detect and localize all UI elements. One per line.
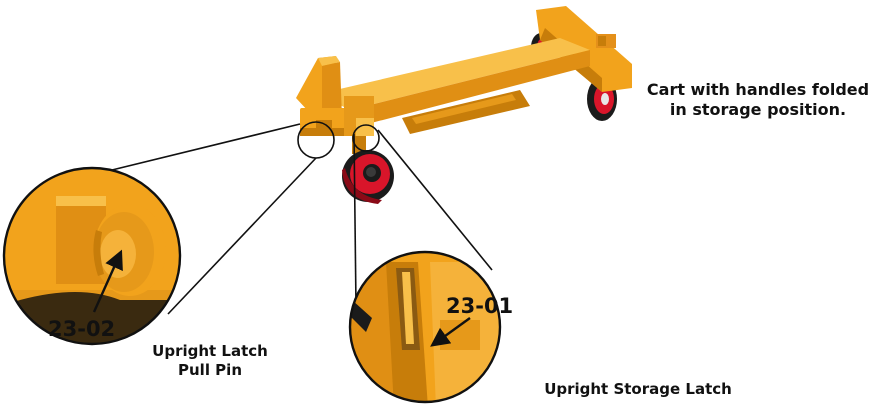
cart-caption-line-2: in storage position. (669, 100, 847, 119)
cart-spine (318, 38, 590, 134)
storage-latch-caption-text: Upright Storage Latch (544, 380, 732, 398)
callout-code-23-02: 23-02 (48, 317, 115, 341)
latch-pin-caption-line-1: Upright Latch (152, 342, 268, 360)
callout-lines (111, 123, 493, 315)
right-detail-magnifier: 23-01 (348, 250, 513, 404)
callout-code-23-01: 23-01 (446, 294, 513, 318)
left-detail-magnifier: 23-02 (2, 166, 182, 346)
latch-pin-caption-line-2: Pull Pin (178, 360, 242, 379)
upright-latch-pull-pin-caption: Upright Latch Pull Pin (130, 342, 290, 380)
cart-caption: Cart with handles folded in storage posi… (628, 80, 888, 120)
left-detail-border (2, 166, 182, 346)
upright-storage-latch-caption: Upright Storage Latch (508, 380, 768, 399)
cart-photo (296, 6, 632, 204)
arrow-icon (92, 249, 123, 313)
front-upright (296, 56, 374, 136)
arrow-icon (430, 317, 471, 347)
callout-origin-right (352, 124, 380, 152)
cart-caption-line-1: Cart with handles folded (646, 80, 870, 99)
right-detail-border (348, 250, 502, 404)
front-wheel (342, 136, 394, 204)
